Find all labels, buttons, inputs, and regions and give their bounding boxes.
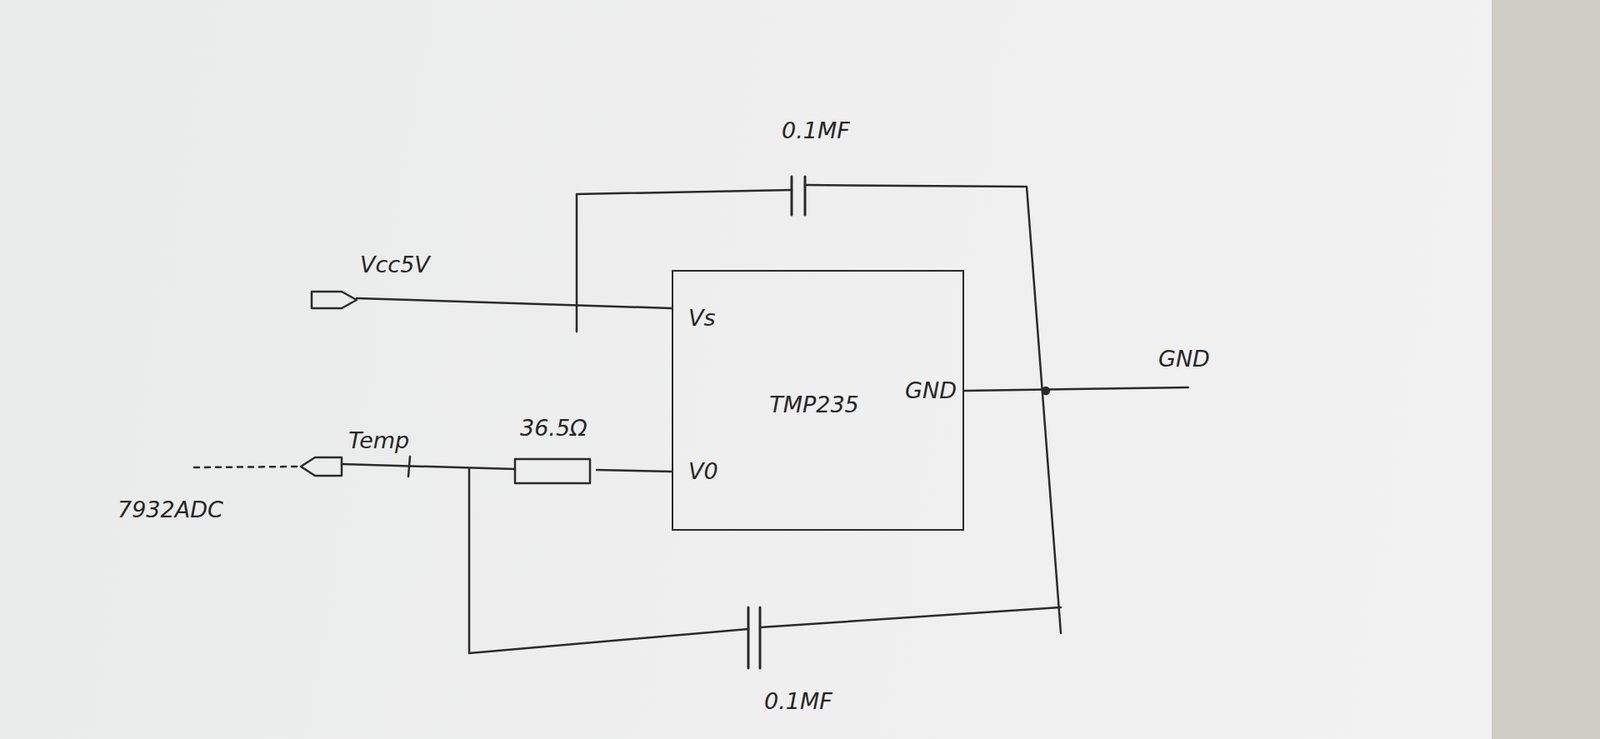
cap-wire: [576, 190, 792, 332]
capacitor-symbol: [791, 176, 805, 215]
signal-label: Temp: [348, 428, 410, 454]
signal-label: Vs: [688, 305, 716, 331]
temp-wire: [341, 464, 515, 470]
output-port: [300, 457, 342, 476]
signal-label: 7932ADC: [117, 497, 224, 523]
signal-label: 0.1MF: [781, 118, 850, 144]
gnd-wire: [964, 387, 1189, 391]
cap-wire: [469, 469, 749, 654]
signal-label: V0: [688, 459, 719, 485]
signal-label: 36.5Ω: [520, 415, 588, 441]
signal-label: GND: [905, 378, 957, 404]
signal-label: Vcc5V: [360, 252, 430, 278]
capacitor-symbol: [748, 607, 760, 669]
dotted-link: [194, 466, 299, 468]
junction-dot: [1042, 387, 1050, 395]
tick-mark: [408, 456, 410, 477]
paper-sheet: [0, 0, 1492, 739]
signal-label: 0.1MF: [764, 689, 833, 715]
signal-label: GND: [1158, 346, 1210, 372]
cap-wire: [760, 607, 1061, 628]
resistor-symbol: [515, 459, 590, 484]
input-port: [311, 291, 357, 309]
vo-wire: [596, 470, 672, 472]
vs-wire: [356, 298, 672, 309]
chip-name: TMP235: [769, 392, 860, 418]
